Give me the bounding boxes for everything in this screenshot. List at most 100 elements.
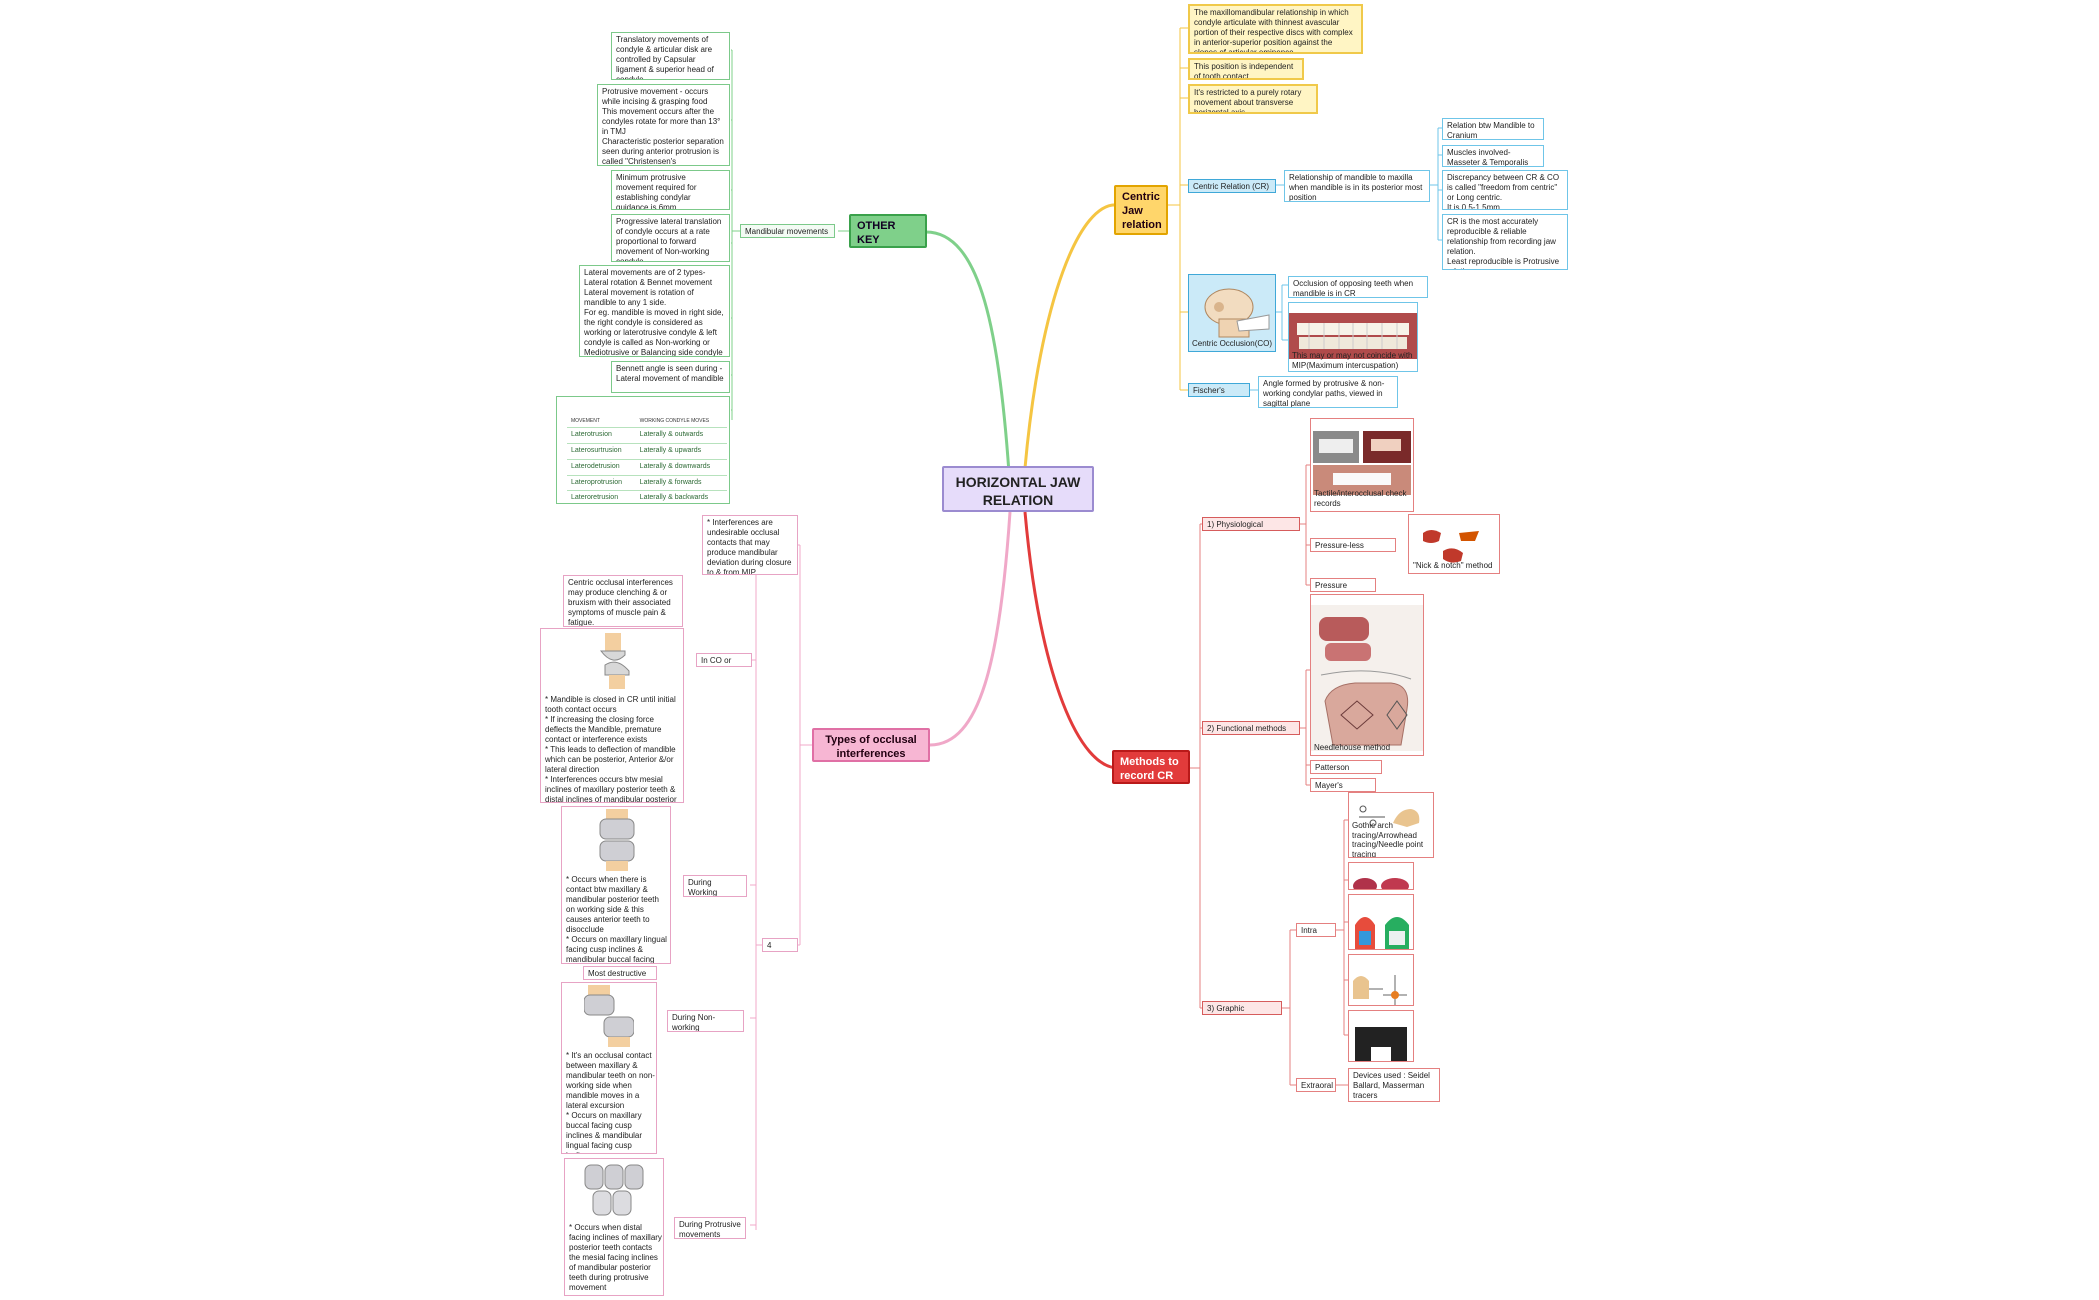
table-header: WORKING CONDYLE MOVES (635, 415, 727, 429)
protrusive-teeth-illustration (584, 1164, 644, 1216)
protrusive-text: * Occurs when distal facing inclines of … (569, 1223, 662, 1292)
mayers-method-node[interactable]: Mayer's method (1310, 778, 1376, 792)
tracer-device-photo[interactable] (1348, 894, 1414, 950)
table-cell: Laterally & upwards (635, 443, 727, 460)
table-cell: Laterodetrusion (567, 459, 636, 476)
pressure-method-node[interactable]: Pressure method (1310, 578, 1376, 592)
note-lateral-movements[interactable]: Lateral movements are of 2 types-Lateral… (579, 265, 730, 357)
note-protrusive[interactable]: Protrusive movement - occurs while incis… (597, 84, 730, 166)
branch-methods-record-cr[interactable]: Methods to record CR (1112, 750, 1190, 784)
cr-definition[interactable]: Relationship of mandible to maxilla when… (1284, 170, 1430, 202)
needlehouse-label: Needlehouse method (1314, 743, 1391, 752)
in-co-mip-node[interactable]: In CO or MIP (696, 653, 752, 667)
tracing-plate-photo[interactable] (1348, 1010, 1414, 1062)
needlehouse-node[interactable]: Needlehouse method (1310, 594, 1424, 756)
intra-oral-node[interactable]: Intra oral (1296, 923, 1336, 937)
nonworking-teeth-illustration (584, 985, 634, 1047)
cr-note-reproducible[interactable]: CR is the most accurately reproducible &… (1442, 214, 1568, 270)
note-translatory[interactable]: Translatory movements of condyle & artic… (611, 32, 730, 80)
nonworking-text: * It's an occlusal contact between maxil… (566, 1051, 655, 1153)
co-label: Centric Occlusion(CO) (1192, 339, 1273, 348)
lip-photos[interactable] (1348, 862, 1414, 890)
note-rotary-movement[interactable]: It's restricted to a purely rotary movem… (1188, 84, 1318, 114)
fischers-angle-node[interactable]: Fischer's angle (1188, 383, 1250, 397)
cr-note-muscles[interactable]: Muscles involved-Masseter & Temporalis (1442, 145, 1544, 167)
centric-relation-node[interactable]: Centric Relation (CR) (1188, 179, 1276, 193)
check-records-photos (1313, 431, 1411, 495)
note-minimum-protrusive[interactable]: Minimum protrusive movement required for… (611, 170, 730, 210)
co-mip-node[interactable]: Maximum Intercuspation This may or may n… (1288, 302, 1418, 372)
note-bennett-angle[interactable]: Bennett angle is seen during - Lateral m… (611, 361, 730, 393)
table-cell: Laterally & backwards (635, 490, 727, 503)
branch-centric-jaw-relation[interactable]: Centric Jaw relation (1114, 185, 1168, 235)
intercuspation-photo (1289, 313, 1417, 359)
protrusive-movements-node[interactable]: During Protrusive movements (674, 1217, 746, 1239)
protrusive-detail[interactable]: * Occurs when distal facing inclines of … (564, 1158, 664, 1296)
co-mip-text: * Mandible is closed in CR until initial… (545, 695, 677, 803)
centric-occlusion-node[interactable]: Centric Occlusion(CO) (1188, 274, 1276, 352)
cr-note-cranium[interactable]: Relation btw Mandible to Cranium (1442, 118, 1544, 140)
cr-note-long-centric[interactable]: Discrepancy between CR & CO is called "f… (1442, 170, 1568, 210)
interference-intro[interactable]: * Interferences are undesirable occlusal… (702, 515, 798, 575)
co-mip-note: This may or may not coincide with MIP(Ma… (1292, 351, 1413, 370)
central-topic[interactable]: HORIZONTAL JAW RELATION (942, 466, 1094, 512)
nick-notch-label: "Nick & notch" method (1413, 561, 1493, 570)
tactile-node[interactable]: Tactile/interocclusal check records (1310, 418, 1414, 512)
gothic-arch-label: Gothic arch tracing/Arrowhead tracing/Ne… (1352, 821, 1424, 858)
skull-illustration (1189, 285, 1275, 347)
table-cell: Laterally & downwards (635, 459, 727, 476)
tooth-contact-illustration (599, 633, 630, 689)
gothic-arch-node[interactable]: Gothic arch tracing/Arrowhead tracing/Ne… (1348, 792, 1434, 858)
extraoral-node[interactable]: Extraoral (1296, 1078, 1336, 1092)
branch-other-key-points[interactable]: OTHER KEY POINTS (849, 214, 927, 248)
nonworking-detail[interactable]: * It's an occlusal contact between maxil… (561, 982, 657, 1154)
four-types-node[interactable]: 4 TYPES (762, 938, 798, 952)
tracer-device-illustration (1355, 917, 1409, 949)
lip-photos-illustration (1353, 878, 1409, 889)
nick-notch-illustration (1423, 530, 1479, 563)
branch-occlusal-interferences[interactable]: Types of occlusal interferences (812, 728, 930, 762)
gothic-arch-illustration (1359, 805, 1420, 827)
pressure-less-method-node[interactable]: Pressure-less method (1310, 538, 1396, 552)
note-maxillomandibular[interactable]: The maxillomandibular relationship in wh… (1188, 4, 1363, 54)
co-mip-symptoms[interactable]: Centric occlusal interferences may produ… (563, 575, 683, 627)
working-movements-node[interactable]: During Working movements (683, 875, 747, 897)
mandibular-movements-node[interactable]: Mandibular movements (740, 224, 835, 238)
table-header: MOVEMENT (567, 415, 636, 429)
graphic-methods-node[interactable]: 3) Graphic methods (1202, 1001, 1282, 1015)
working-text: * Occurs when there is contact btw maxil… (566, 875, 667, 964)
co-definition[interactable]: Occlusion of opposing teeth when mandibl… (1288, 276, 1428, 298)
needlehouse-illustration (1311, 605, 1423, 751)
working-detail[interactable]: * Occurs when there is contact btw maxil… (561, 806, 671, 964)
tactile-label: Tactile/interocclusal check records (1314, 489, 1407, 508)
table-cell: Laterally & outwards (635, 427, 727, 444)
most-destructive-tag[interactable]: Most destructive (583, 966, 657, 980)
nick-notch-node[interactable]: "Nick & notch" method (1408, 514, 1500, 574)
needle-point-tracing[interactable] (1348, 954, 1414, 1006)
intercuspation-caption: Maximum Intercuspation (1329, 304, 1395, 310)
needle-point-illustration (1353, 975, 1407, 1005)
nonworking-movements-node[interactable]: During Non-working movements (667, 1010, 744, 1032)
table-cell: Lateroprotrusion (567, 475, 636, 492)
table-cell: Laterotrusion (567, 427, 636, 444)
patterson-method-node[interactable]: Patterson method (1310, 760, 1382, 774)
note-independent-tooth-contact[interactable]: This position is independent of tooth co… (1188, 58, 1304, 80)
co-mip-detail[interactable]: * Mandible is closed in CR until initial… (540, 628, 684, 803)
functional-methods-node[interactable]: 2) Functional methods (1202, 721, 1300, 735)
note-lateral-translation[interactable]: Progressive lateral translation of condy… (611, 214, 730, 262)
devices-used-node[interactable]: Devices used : Seidel Ballard, Masserman… (1348, 1068, 1440, 1102)
table-cell: Laterosurtrusion (567, 443, 636, 460)
table-cell: Laterally & forwards (635, 475, 727, 492)
physiological-methods-node[interactable]: 1) Physiological methods (1202, 517, 1300, 531)
tracing-plate-illustration (1355, 1027, 1407, 1061)
working-teeth-illustration (599, 809, 635, 871)
table-cell: Lateroretrusion (567, 490, 636, 503)
fischers-angle-definition[interactable]: Angle formed by protrusive & non-working… (1258, 376, 1398, 408)
